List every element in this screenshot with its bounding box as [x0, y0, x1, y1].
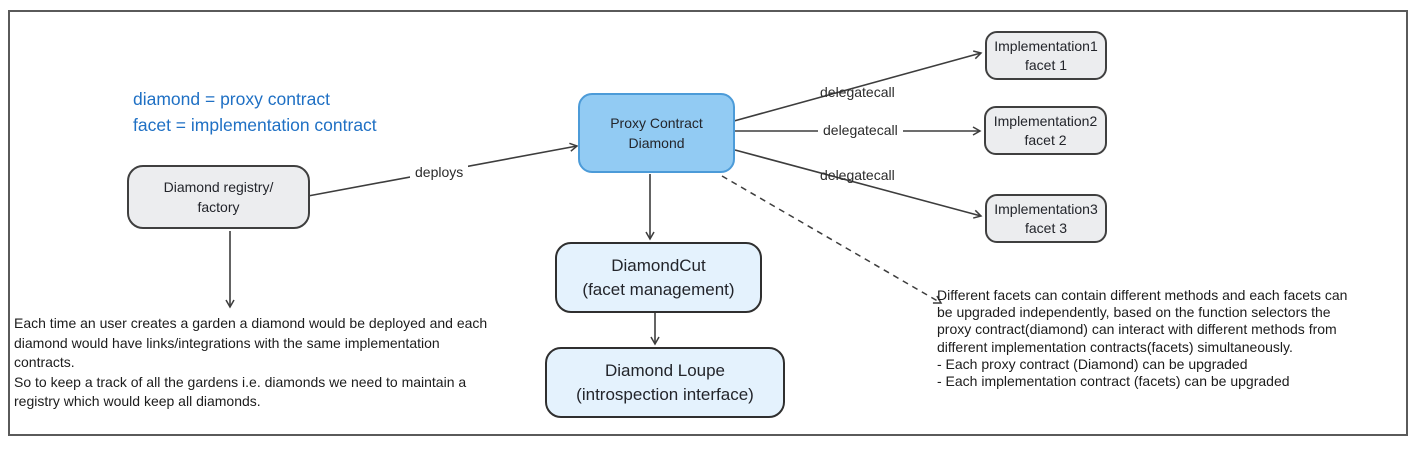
node-proxy-line1: Proxy Contract — [610, 115, 703, 131]
edge-delegatecall3-arrow — [734, 149, 983, 219]
note-registry-explanation: Each time an user creates a garden a dia… — [14, 315, 488, 409]
edge-label-delegatecall-2: delegatecall — [818, 122, 903, 138]
node-implementation1-line1: Implementation1 — [994, 37, 1098, 54]
edge-proxy-to-note-dashed-arrow — [721, 175, 943, 304]
node-implementation1: Implementation1 facet 1 — [985, 31, 1107, 80]
node-implementation2: Implementation2 facet 2 — [984, 106, 1107, 155]
node-implementation3: Implementation3 facet 3 — [985, 194, 1107, 243]
node-diamond-loupe: Diamond Loupe (introspection interface) — [545, 347, 785, 418]
diagram-border — [8, 10, 1408, 436]
node-proxy-contract-diamond: Proxy Contract Diamond — [578, 93, 735, 173]
node-diamond-cut-line1: DiamondCut — [611, 255, 706, 275]
edge-label-delegatecall-3: delegatecall — [820, 167, 895, 183]
node-diamond-registry-line1: Diamond registry/ — [163, 179, 274, 195]
node-diamond-registry-line2: factory — [197, 199, 240, 215]
node-diamond-registry: Diamond registry/ factory — [127, 165, 310, 229]
node-implementation3-line1: Implementation3 — [994, 200, 1098, 217]
legend-line-2: facet = implementation contract — [133, 115, 377, 135]
edge-label-delegatecall-1: delegatecall — [820, 84, 895, 100]
edge-label-deploys: deploys — [410, 164, 469, 180]
node-implementation2-line1: Implementation2 — [993, 112, 1098, 129]
node-diamond-loupe-line1: Diamond Loupe — [604, 360, 726, 380]
legend-line-1: diamond = proxy contract — [133, 89, 330, 109]
legend: diamond = proxy contract facet = impleme… — [133, 86, 377, 138]
node-diamond-cut-line2: (facet management) — [582, 279, 735, 299]
node-proxy-line2: Diamond — [628, 135, 685, 151]
note-facets-explanation: Different facets can contain different m… — [937, 287, 1348, 390]
node-implementation1-line2: facet 1 — [1024, 56, 1068, 73]
node-diamond-cut: DiamondCut (facet management) — [555, 242, 762, 313]
node-diamond-loupe-line2: (introspection interface) — [576, 384, 754, 404]
node-implementation3-line2: facet 3 — [1024, 219, 1068, 236]
edge-delegatecall1-arrow — [733, 50, 983, 122]
node-implementation2-line2: facet 2 — [1024, 131, 1067, 148]
